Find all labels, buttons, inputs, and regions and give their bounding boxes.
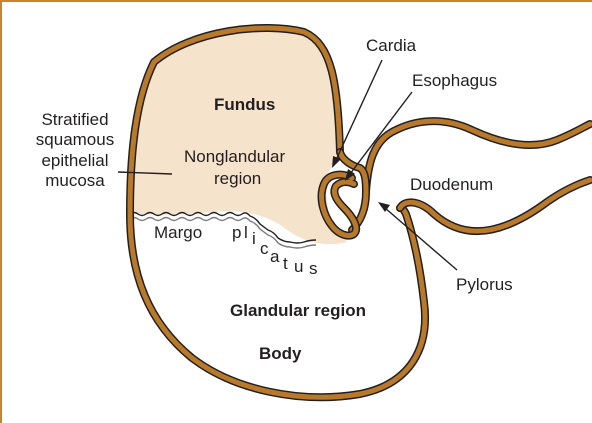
plicatus-letter: c [260,239,269,258]
stratified-label-line1: Stratified [41,110,108,129]
margo-label: Margo [154,223,202,242]
pylorus-label: Pylorus [456,275,513,294]
stratified-label-line2: squamous [36,130,114,149]
plicatus-letter: s [309,259,318,278]
glandular-region-label: Glandular region [230,301,366,320]
plicatus-letter: i [252,229,256,248]
duodenum-label: Duodenum [410,175,493,194]
plicatus-letter: u [294,257,303,276]
plicatus-letter: p [232,223,241,242]
stratified-label-line3: epithelial [41,151,108,170]
plicatus-letter: l [244,223,248,242]
nonglandular-label-line1: Nonglandular [184,147,285,166]
nonglandular-label-line2: region [214,169,261,188]
plicatus-letter: t [283,254,288,273]
stratified-label-line4: mucosa [45,171,105,190]
body-label: Body [259,344,302,363]
esophagus-leader [350,92,412,174]
plicatus-letter: a [270,247,280,266]
fundus-label: Fundus [214,95,275,114]
cardia-label: Cardia [366,36,417,55]
esophagus-label: Esophagus [412,71,497,90]
